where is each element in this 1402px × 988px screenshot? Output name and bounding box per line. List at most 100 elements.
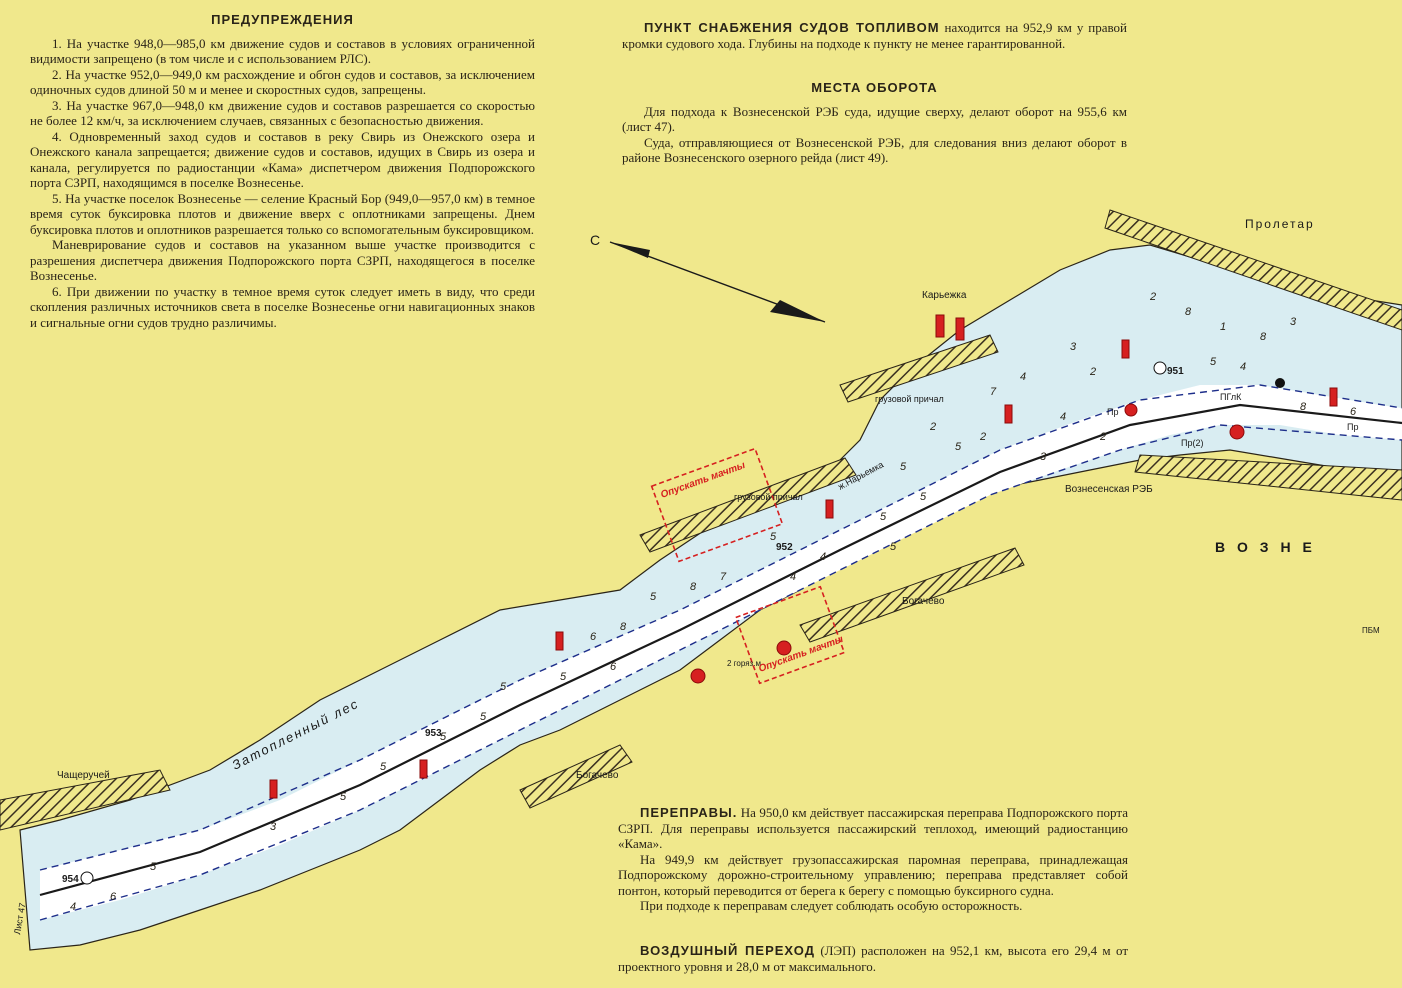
lower-masts-zone: [734, 585, 846, 685]
svg-text:5: 5: [890, 541, 897, 553]
label-gr: 2 горяз.м: [727, 659, 761, 668]
svg-text:5: 5: [380, 761, 387, 773]
label-flooded-forest: Затопленный лес: [230, 696, 362, 773]
label-rab: Вознесенская РЭБ: [1065, 484, 1153, 495]
svg-text:5: 5: [150, 861, 157, 873]
svg-text:2: 2: [979, 431, 986, 443]
svg-text:6: 6: [110, 891, 117, 903]
svg-text:5: 5: [560, 671, 567, 683]
label-lower-masts-1: Опускать мачты: [659, 460, 747, 501]
svg-text:8: 8: [1185, 306, 1192, 318]
shore-block: [839, 334, 999, 403]
svg-text:8: 8: [690, 581, 697, 593]
warning-item-6: 6. При движении по участку в темное врем…: [30, 283, 535, 330]
warnings-section: ПРЕДУПРЕЖДЕНИЯ 1. На участке 948,0—985,0…: [30, 12, 535, 330]
buoy-black: [1275, 378, 1285, 388]
svg-text:2: 2: [1149, 291, 1156, 303]
buoy-half: [1153, 361, 1167, 375]
svg-text:6: 6: [610, 661, 617, 673]
warning-item-5-cont: Маневрирование судов и составов на указа…: [30, 237, 535, 283]
svg-text:2: 2: [1099, 431, 1106, 443]
km-952: 952: [776, 542, 793, 553]
label-gruz2: грузовой причал: [734, 492, 803, 502]
lower-masts-zone: [650, 447, 784, 563]
shore-block: [639, 457, 857, 553]
warning-item-3: 3. На участке 967,0—948,0 км движение су…: [30, 97, 535, 129]
svg-text:5: 5: [500, 681, 507, 693]
svg-text:5: 5: [770, 531, 777, 543]
label-lower-masts-2: Опускать мачты: [757, 634, 845, 675]
label-north: С: [590, 232, 600, 248]
turning-section: МЕСТА ОБОРОТА Для подхода к Вознесенской…: [622, 80, 1127, 166]
svg-text:6: 6: [1350, 406, 1357, 418]
label-bogachevo-bottom: Богачево: [576, 770, 619, 781]
svg-text:8: 8: [1260, 331, 1267, 343]
label-karyezhka: Карьежка: [922, 290, 967, 301]
svg-text:3: 3: [1040, 451, 1047, 463]
svg-text:5: 5: [900, 461, 907, 473]
fuel-text: находится на 952,9 км у правой кромки су…: [622, 20, 1128, 51]
north-arrow: [609, 241, 826, 323]
svg-text:2: 2: [1089, 366, 1096, 378]
crossings-p2: На 949,9 км действует грузопассажирская …: [618, 851, 1128, 898]
shore-block: [799, 547, 1025, 643]
svg-text:3: 3: [270, 821, 277, 833]
label-pgk: ПГлК: [1220, 392, 1242, 402]
shore-block: [0, 769, 171, 831]
warning-item-4: 4. Одновременный заход судов и составов …: [30, 128, 535, 191]
svg-text:5: 5: [1210, 356, 1217, 368]
km-953: 953: [425, 728, 442, 739]
svg-text:5: 5: [440, 731, 447, 743]
svg-text:5: 5: [480, 711, 487, 723]
label-bogachevo-top: Богачево: [902, 596, 945, 607]
label-gruz1: грузовой причал: [875, 394, 944, 404]
svg-text:5: 5: [920, 491, 927, 503]
aerial-heading: ВОЗДУШНЫЙ ПЕРЕХОД: [640, 943, 815, 958]
svg-text:4: 4: [1060, 411, 1066, 423]
channel-edge-left: [39, 384, 1402, 871]
svg-text:4: 4: [1020, 371, 1026, 383]
svg-text:5: 5: [340, 791, 347, 803]
shore-block: [519, 744, 633, 809]
svg-text:3: 3: [1070, 341, 1077, 353]
svg-text:3: 3: [1290, 316, 1297, 328]
fuel-section: ПУНКТ СНАБЖЕНИЯ СУДОВ ТОПЛИВОМ находится…: [622, 20, 1127, 51]
warning-item-5: 5. На участке поселок Вознесенье — селен…: [30, 190, 535, 237]
svg-text:4: 4: [820, 551, 826, 563]
fuel-heading: ПУНКТ СНАБЖЕНИЯ СУДОВ ТОПЛИВОМ: [644, 20, 940, 35]
label-pr1: Пр: [1107, 407, 1118, 417]
crossings-heading: ПЕРЕПРАВЫ.: [640, 805, 738, 820]
label-sheet: Лист 47: [12, 902, 27, 935]
svg-text:7: 7: [720, 571, 727, 583]
label-narvemka: ж.Нарьемка: [836, 459, 885, 491]
svg-text:4: 4: [790, 571, 796, 583]
turning-p2: Суда, отправляющиеся от Вознесенской РЭБ…: [622, 134, 1127, 166]
svg-text:1: 1: [1220, 321, 1226, 333]
label-chascheruchey: Чащеручей: [57, 770, 110, 781]
crossings-section: ПЕРЕПРАВЫ. На 950,0 км действует пассажи…: [618, 805, 1128, 914]
nav-marks: [269, 314, 1338, 799]
crossings-p3: При подходе к переправам следует соблюда…: [640, 898, 1023, 913]
svg-text:2: 2: [929, 421, 936, 433]
svg-text:4: 4: [70, 901, 76, 913]
km-951: 951: [1167, 366, 1184, 377]
warning-item-2: 2. На участке 952,0—949,0 км расхождение…: [30, 66, 535, 98]
svg-text:5: 5: [880, 511, 887, 523]
km-954: 954: [62, 874, 79, 885]
turning-p1: Для подхода к Вознесенской РЭБ суда, иду…: [622, 103, 1127, 135]
svg-text:8: 8: [620, 621, 627, 633]
svg-text:5: 5: [650, 591, 657, 603]
aerial-section: ВОЗДУШНЫЙ ПЕРЕХОД (ЛЭП) расположен на 95…: [618, 943, 1128, 974]
svg-text:8: 8: [1300, 401, 1307, 413]
warnings-title: ПРЕДУПРЕЖДЕНИЯ: [211, 12, 354, 27]
turning-title: МЕСТА ОБОРОТА: [811, 80, 938, 95]
shore-block: [1134, 454, 1402, 501]
buoy-half: [80, 871, 94, 885]
label-pr3: Пр(2): [1181, 438, 1203, 448]
label-proletar: Пролетар: [1245, 217, 1315, 231]
svg-text:5: 5: [955, 441, 962, 453]
svg-text:7: 7: [990, 386, 997, 398]
label-pr2: Пр: [1347, 422, 1358, 432]
svg-text:4: 4: [1240, 361, 1246, 373]
warning-item-1: 1. На участке 948,0—985,0 км движение су…: [30, 35, 535, 67]
